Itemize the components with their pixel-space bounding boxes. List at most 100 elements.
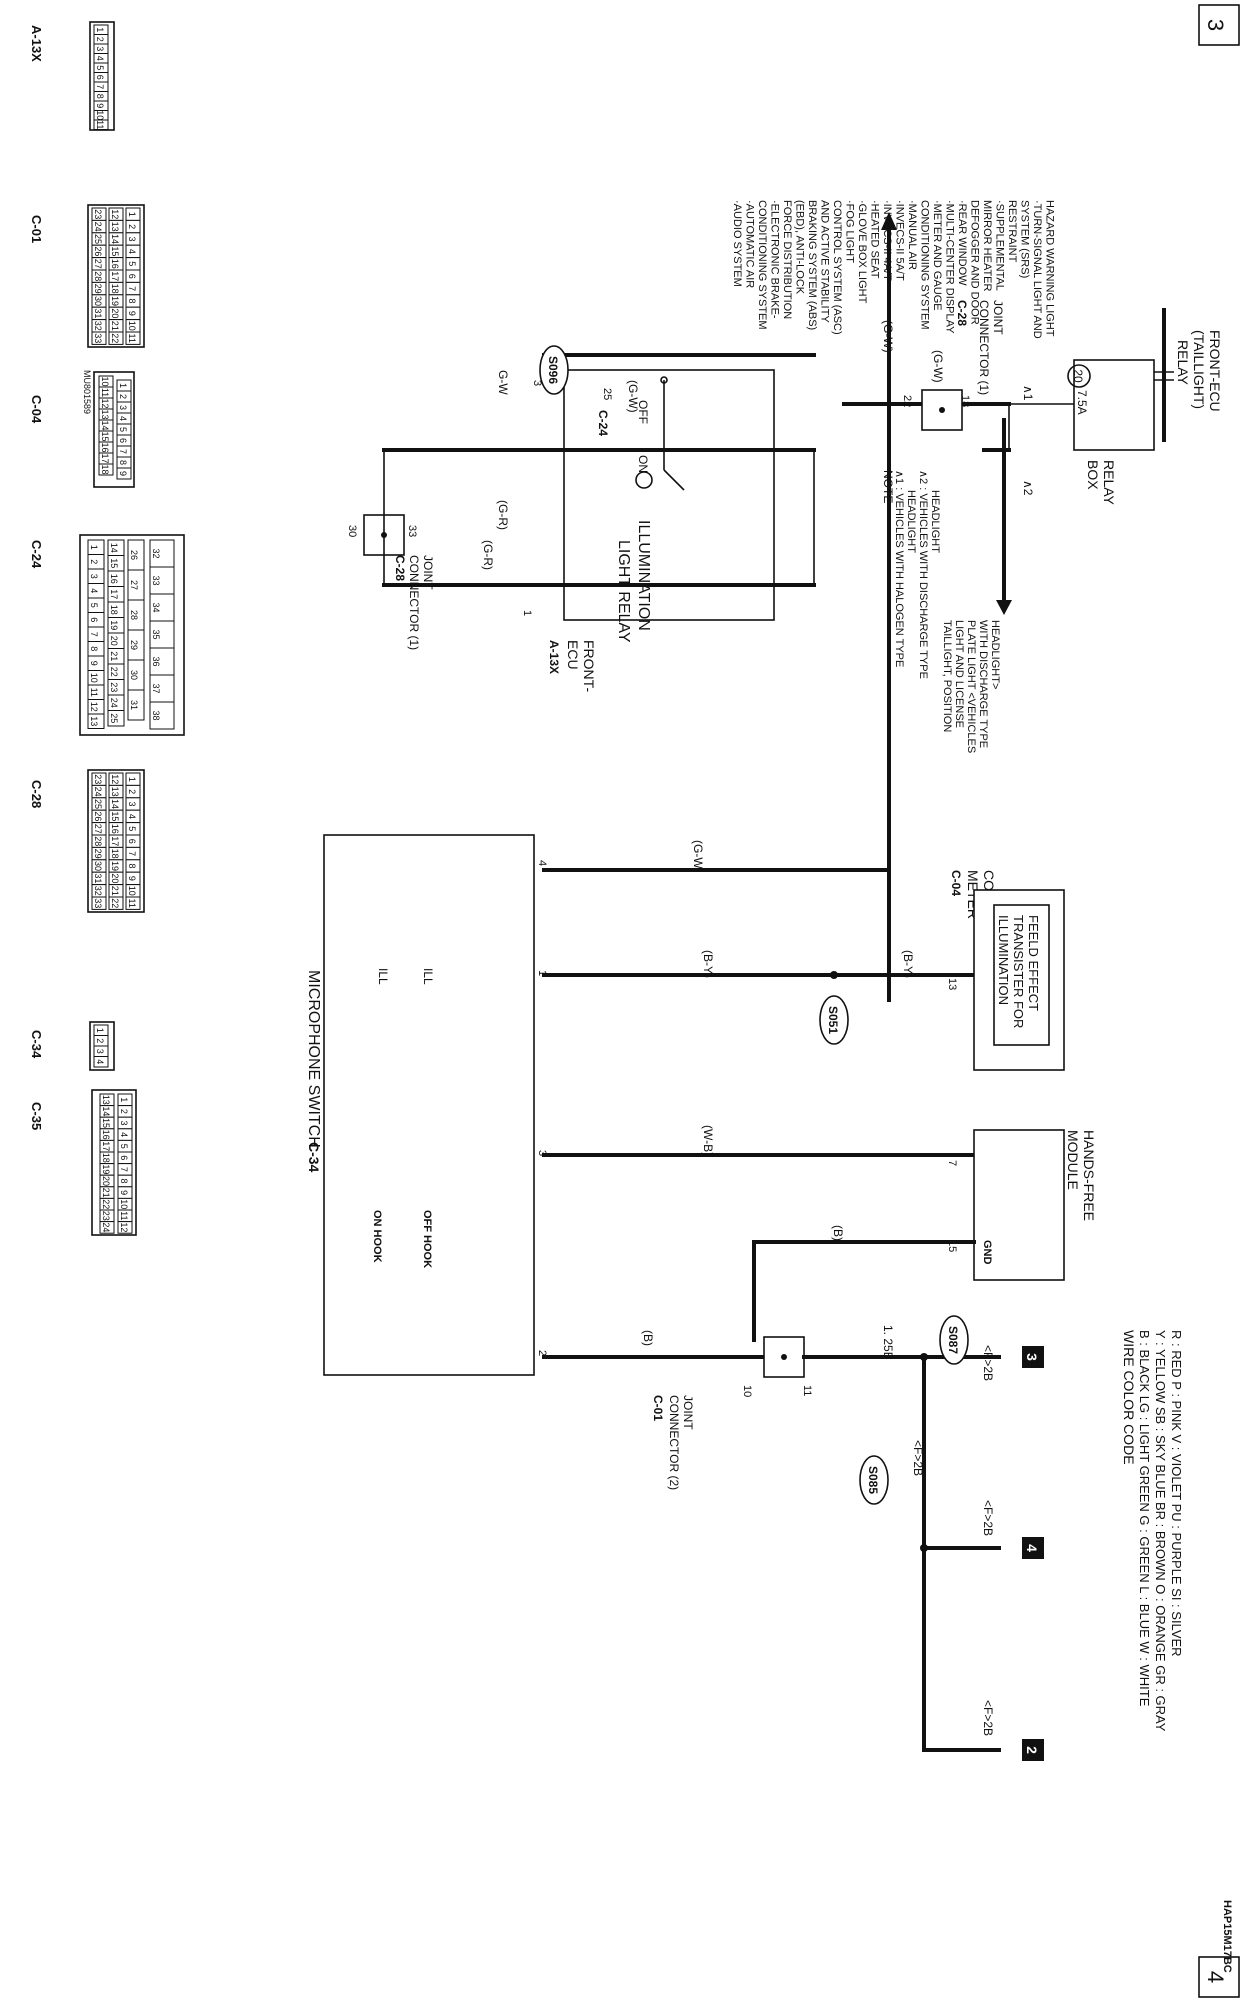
connector-pin-number: 6 <box>118 438 128 443</box>
connector-pin-number: 8 <box>127 298 137 303</box>
connector-pin-number: 11 <box>100 388 110 397</box>
connector-pin-number: 3 <box>119 1120 129 1125</box>
joint-connector-1a-label-1: JOINT <box>991 300 1005 335</box>
wire-label-gw-plain: G-W <box>496 370 510 395</box>
connector-pin-number: 1 <box>89 545 99 550</box>
connector-pin-number: 35 <box>151 629 161 639</box>
off-hook: OFF HOOK <box>421 1210 433 1268</box>
combination-meter-code: C-04 <box>949 870 963 896</box>
connector-pin-number: 31 <box>129 700 139 710</box>
connector-pin-number: 33 <box>93 898 103 908</box>
joint-connector-2: 11 10 JOINT CONNECTOR (2) C-01 <box>651 1336 813 1490</box>
relay-off: OFF <box>636 400 650 424</box>
connector-pin-number: 27 <box>129 580 139 590</box>
connector-pin-number: 26 <box>129 550 139 560</box>
pin-7: 7 <box>946 1160 958 1166</box>
systems-list-item: HAZARD WARNING LIGHT <box>1044 200 1056 337</box>
systems-list-item: CONTROL SYSTEM (ASC) <box>831 200 843 335</box>
page-number-next-text: 4 <box>1203 1971 1228 1983</box>
fuse-number: 20 <box>1071 369 1085 383</box>
connector-pin-number: 10 <box>127 321 137 331</box>
connector-pin-cell <box>149 701 175 730</box>
connector-pin-number: 5 <box>89 603 99 608</box>
joint-connector-1b-label-1: JOINT <box>421 555 435 590</box>
front-ecu-code: A-13X <box>547 640 561 674</box>
connector-pin-number: 29 <box>93 284 103 294</box>
connector-pin-number: 8 <box>95 94 105 99</box>
splice-s085-label: S085 <box>866 1466 880 1494</box>
joint-connector-2-label-1: JOINT <box>681 1395 695 1430</box>
connector-pin-number: 25 <box>93 799 103 809</box>
connector-pin-number: 17 <box>109 589 119 599</box>
connector-pin-number: 24 <box>109 698 119 708</box>
wire-color-code-row-1: B : BLACK LG : LIGHT GREEN G : GREEN L :… <box>1137 1330 1152 1707</box>
connector-pin-number: 27 <box>93 259 103 269</box>
wire-label-b-1: (B) <box>641 1330 655 1346</box>
star-1-marker: ∧1 <box>1021 385 1035 401</box>
systems-list-item: ·AUDIO SYSTEM <box>731 200 743 287</box>
connector-pin-number: 12 <box>119 1222 129 1232</box>
joint-connector-2-code: C-01 <box>651 1395 665 1421</box>
connector-pin-number: 22 <box>110 333 120 343</box>
wire-label-gw-3: (G-W) <box>626 380 640 413</box>
connector-pin-number: 13 <box>110 787 120 797</box>
connector-pin-cell <box>108 331 124 345</box>
connector-pin-number: 12 <box>110 209 120 219</box>
joint-connector-2-label-2: CONNECTOR (2) <box>667 1395 681 1490</box>
ground-marker-4-text: 4 <box>1024 1544 1040 1552</box>
wire-size-f2b-3: <F>2B <box>981 1500 995 1536</box>
connector-pin-number: 19 <box>110 861 120 871</box>
connector-pin-number: 25 <box>93 234 103 244</box>
fet-label-1: FEELD EFFECT <box>1026 915 1041 1011</box>
connector-pin-number: 1 <box>95 27 105 32</box>
connector-pin-number: 19 <box>101 1164 111 1174</box>
connector-pin-number: 17 <box>110 271 120 281</box>
relay-box-label-2: BOX <box>1085 460 1101 490</box>
splice-s096-label: S096 <box>546 356 560 384</box>
systems-list-item: AND ACTIVE STABILITY <box>819 200 831 323</box>
connector-pin-number: 20 <box>101 1176 111 1186</box>
connector-pin-number: 28 <box>93 836 103 846</box>
microphone-switch-label: MICROPHONE SWITCH <box>305 970 322 1148</box>
systems-list-item: ·AUTOMATIC AIR <box>744 200 756 288</box>
connector-pin-number: 4 <box>95 56 105 61</box>
connector-pin-number: 18 <box>110 284 120 294</box>
connector-pin-number: 2 <box>95 1038 105 1043</box>
connector-pin-number: 7 <box>89 632 99 637</box>
systems-list-item: CONDITIONING SYSTEM <box>756 200 768 330</box>
connector-pin-number: 33 <box>151 575 161 585</box>
connector-pin-number: 20 <box>110 873 120 883</box>
joint-connector-1b-label-2: CONNECTOR (1) <box>407 555 421 650</box>
connector-pin-number: 30 <box>129 670 139 680</box>
connector-pin-number: 25 <box>109 713 119 723</box>
wire-color-code-row-3: R : RED P : PINK V : VIOLET PU : PURPLE … <box>1169 1330 1184 1657</box>
front-ecu-taillight-relay-line1: FRONT-ECU <box>1207 330 1223 412</box>
connector-pin-number: 12 <box>110 774 120 784</box>
connector-pin-number: 18 <box>101 1153 111 1163</box>
connector-pin-cell <box>98 463 114 476</box>
ground-marker-3: 3 <box>1022 1346 1044 1368</box>
pin-33: 33 <box>406 525 418 537</box>
connector-pin-cell <box>108 896 124 910</box>
page-number-next: 4 <box>1198 1956 1240 1998</box>
connector-pin-number: 38 <box>151 710 161 720</box>
connector-pin-number: 4 <box>119 1132 129 1137</box>
pin-4-mic: 4 <box>536 860 548 866</box>
connector-pin-number: 13 <box>101 1095 111 1105</box>
connector-pin-number: 7 <box>127 286 137 291</box>
connector-pin-number: 4 <box>118 416 128 421</box>
connector-pin-number: 22 <box>109 667 119 677</box>
note-1: ∧1 : VEHICLES WITH HALOGEN TYPE <box>893 470 905 667</box>
wire-label-gr-2: (G-R) <box>481 540 495 570</box>
connector-pin-number: 16 <box>101 1130 111 1140</box>
ground-marker-3-text: 3 <box>1024 1353 1040 1361</box>
connector-pin-number: 10 <box>127 886 137 896</box>
connector-pin-number: 16 <box>110 259 120 269</box>
connector-pin-number: 1 <box>95 1028 105 1033</box>
connector-pin-cell <box>91 331 107 345</box>
connector-pin-number: 15 <box>109 558 119 568</box>
